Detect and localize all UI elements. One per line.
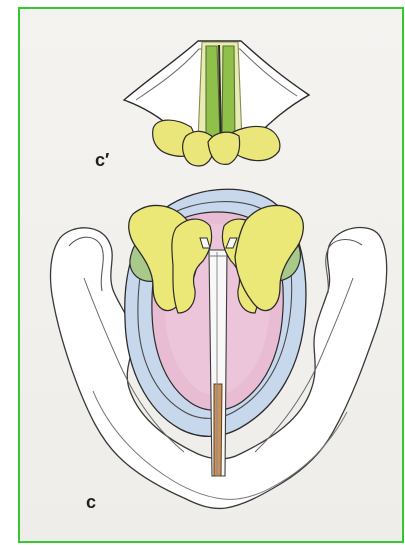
rod-lower-strip [214, 384, 222, 476]
label-top: c′ [95, 150, 109, 170]
right-vocal-strip [222, 46, 235, 141]
left-vocal-strip [206, 46, 220, 141]
label-bottom: c [86, 492, 96, 512]
